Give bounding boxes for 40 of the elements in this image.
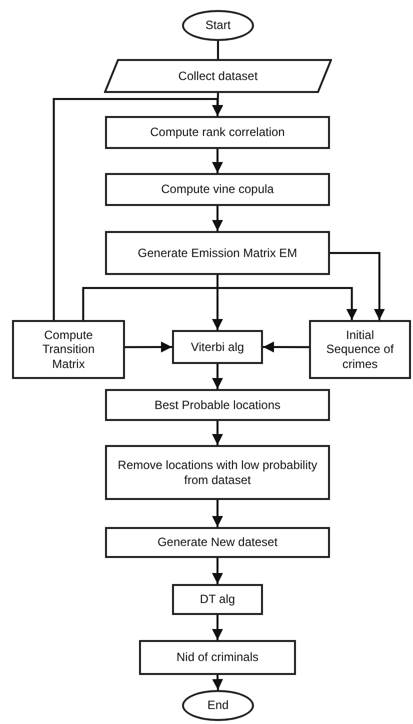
input-parallelogram: [104, 59, 332, 93]
process-box: [105, 173, 330, 206]
process-box: [105, 116, 330, 149]
node-text: Collect dataset: [177, 68, 259, 84]
process-box: [172, 584, 263, 615]
process-box: [105, 527, 330, 558]
arrow: [212, 275, 223, 330]
arrow: [263, 342, 309, 353]
process-box: [105, 231, 330, 275]
process-box: [105, 445, 330, 500]
arrow: [212, 149, 223, 173]
arrow: [212, 674, 224, 690]
arrow: [212, 206, 223, 231]
arrow: [212, 364, 223, 389]
node-text: End: [206, 698, 230, 713]
node-text: Compute vine copula: [160, 182, 275, 197]
arrow: [330, 252, 385, 320]
process-box: [12, 320, 125, 379]
arrow: [52, 98, 223, 320]
node-text: Viterbi alg: [190, 340, 246, 354]
process-box: [172, 330, 263, 364]
arrow: [212, 500, 223, 527]
node-text: Start: [204, 18, 232, 33]
node-text: Compute rank correlation: [149, 125, 286, 140]
node-text: Initial Sequence of crimes: [325, 328, 395, 372]
arrow: [212, 421, 223, 445]
process-box: [309, 320, 411, 379]
node-text: Remove locations with low probability from dataset: [116, 458, 318, 487]
arrow: [125, 342, 172, 353]
arrow: [212, 615, 223, 640]
node-text: Generate New dateset: [156, 535, 279, 550]
process-box: [139, 640, 296, 675]
arrow: [212, 558, 223, 584]
node-text: Best Probable locations: [153, 398, 282, 412]
node-text: DT alg: [198, 592, 236, 607]
node-text: Compute Transition Matrix: [41, 328, 96, 372]
process-box: [105, 389, 330, 421]
node-text: Nid of criminals: [175, 650, 260, 665]
arrow: [82, 287, 358, 320]
node-text: Generate Emission Matrix EM: [136, 246, 298, 260]
